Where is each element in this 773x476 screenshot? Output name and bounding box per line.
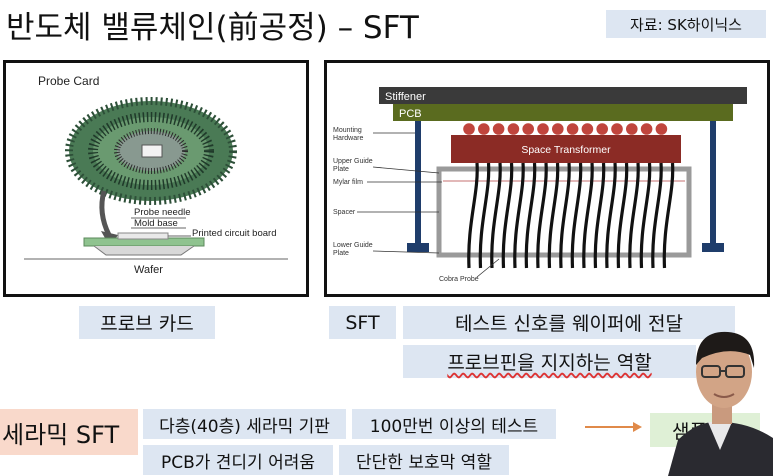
cobra-probe-pin bbox=[628, 162, 640, 269]
cobra-probe-pin bbox=[570, 162, 583, 269]
presenter-hair bbox=[696, 331, 755, 368]
mounting-hardware-label-2: Hardware bbox=[333, 135, 363, 142]
solder-ball bbox=[596, 123, 608, 135]
cobra-probes bbox=[467, 162, 675, 269]
solder-ball bbox=[655, 123, 668, 135]
cobra-probe-pin bbox=[467, 162, 479, 269]
probe-card-center bbox=[141, 144, 163, 158]
cobra-probe-pin bbox=[524, 162, 537, 269]
pin-support-text: 프로브핀을 지지하는 역할 bbox=[447, 352, 652, 374]
cobra-probe-pin bbox=[478, 162, 491, 269]
signal-transfer-tag: 테스트 신호를 웨이퍼에 전달 bbox=[403, 306, 735, 339]
pcb-bar bbox=[393, 104, 733, 121]
mounting-post-right bbox=[710, 121, 716, 251]
cobra-probe-pin bbox=[651, 162, 663, 269]
presenter-webcam bbox=[668, 331, 773, 476]
cobra-probe-pin bbox=[513, 162, 525, 269]
solder-balls bbox=[463, 123, 668, 135]
mounting-post-left bbox=[415, 121, 421, 251]
solder-ball bbox=[566, 123, 579, 135]
multilayer-tag: 다층(40층) 세라믹 기판 bbox=[143, 409, 346, 439]
spacer-label: Spacer bbox=[333, 209, 356, 216]
solder-ball bbox=[552, 123, 564, 135]
upper-guide-label-2: Plate bbox=[333, 166, 349, 173]
solder-ball bbox=[611, 123, 623, 135]
solder-ball bbox=[537, 123, 549, 135]
cobra-probe-pin bbox=[547, 162, 560, 269]
arrow-right-icon bbox=[585, 422, 642, 432]
cobra-probe-pin bbox=[490, 162, 502, 269]
pcb-bar-label: PCB bbox=[399, 108, 422, 120]
page-title: 반도체 밸류체인(前공정) – SFT bbox=[6, 10, 419, 46]
presenter-shirt bbox=[668, 421, 773, 476]
probe-card-title: Probe Card bbox=[38, 74, 99, 88]
cobra-probe-pin bbox=[559, 162, 571, 269]
cobra-probe-pin bbox=[582, 162, 594, 269]
million-tests-tag: 100만번 이상의 테스트 bbox=[352, 409, 556, 439]
solder-ball bbox=[478, 123, 490, 135]
cobra-probe-pin bbox=[593, 162, 606, 269]
solder-ball bbox=[581, 123, 594, 135]
lower-guide-label-1: Lower Guide bbox=[333, 242, 373, 249]
solder-ball bbox=[507, 123, 520, 135]
probe-card-tag: 프로브 카드 bbox=[79, 306, 215, 339]
upper-guide-label-1: Upper Guide bbox=[333, 158, 373, 165]
pcb-difficulty-tag: PCB가 견디기 어려움 bbox=[143, 445, 333, 475]
sft-cross-section: Stiffener PCB Space Transformer Mounting… bbox=[333, 87, 747, 283]
mylar-film-label: Mylar film bbox=[333, 179, 363, 186]
cobra-probe-pin bbox=[536, 162, 548, 269]
space-transformer-label: Space Transformer bbox=[521, 144, 611, 156]
space-transformer-bar bbox=[451, 135, 681, 163]
source-label: 자료: SK하이닉스 bbox=[606, 10, 766, 38]
sft-tag: SFT bbox=[329, 306, 396, 339]
lower-guide-label-2: Plate bbox=[333, 250, 349, 257]
mold-base bbox=[117, 232, 169, 240]
ceramic-sft-tag: 세라믹 SFT bbox=[0, 409, 138, 455]
probe-card-figure: Probe Card Probe needle Mold base Printe… bbox=[3, 60, 309, 297]
solder-ball bbox=[522, 123, 534, 135]
solder-ball bbox=[626, 123, 638, 135]
protective-tag: 단단한 보호막 역할 bbox=[339, 445, 509, 475]
sft-figure: Stiffener PCB Space Transformer Mounting… bbox=[324, 60, 770, 297]
pcb-label: Printed circuit board bbox=[192, 228, 276, 239]
cobra-probe-pin bbox=[501, 162, 514, 269]
cobra-probe-label: Cobra Probe bbox=[439, 276, 479, 283]
pin-support-tag: 프로브핀을 지지하는 역할 bbox=[403, 345, 696, 378]
stiffener-bar bbox=[379, 87, 747, 104]
cobra-probe-pin bbox=[605, 162, 617, 269]
probe-needle-label: Probe needle bbox=[134, 207, 191, 218]
solder-ball bbox=[640, 123, 653, 135]
cobra-probe-pin bbox=[662, 162, 675, 269]
solder-ball bbox=[492, 123, 505, 135]
probe-card-illustration: Probe Card Probe needle Mold base Printe… bbox=[24, 74, 288, 276]
mounting-hardware-label-1: Mounting bbox=[333, 127, 362, 134]
mold-base-label: Mold base bbox=[134, 218, 178, 229]
stiffener-label: Stiffener bbox=[385, 91, 426, 103]
solder-ball bbox=[463, 123, 475, 135]
cobra-probe-pin bbox=[639, 162, 652, 269]
wafer-label: Wafer bbox=[134, 264, 163, 276]
cobra-probe-pin bbox=[616, 162, 629, 269]
